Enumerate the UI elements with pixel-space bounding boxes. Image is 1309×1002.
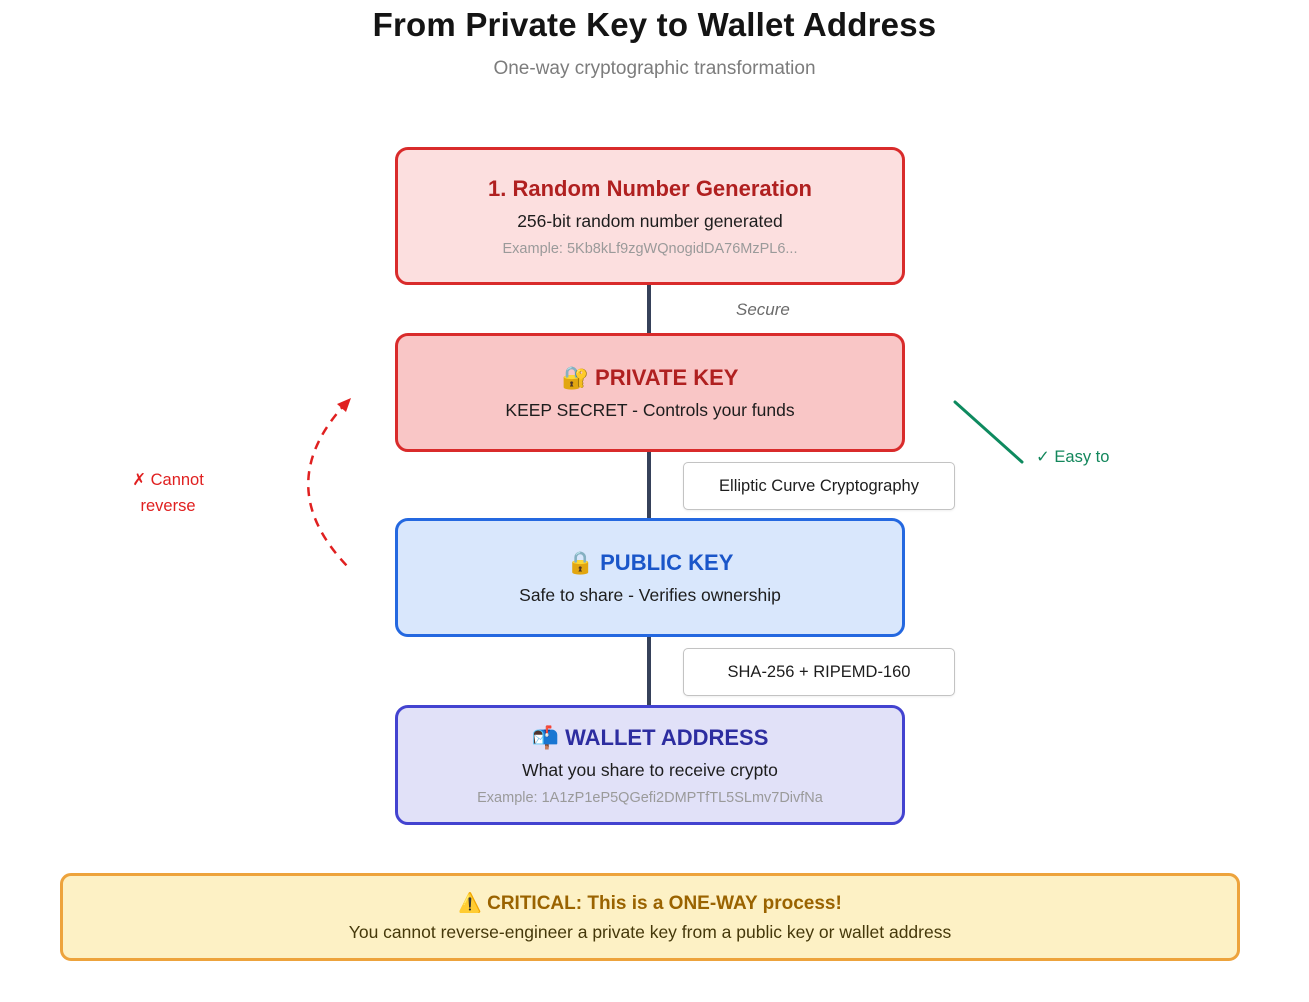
- connector-private-to-public: [647, 450, 651, 520]
- edge-label-secure: Secure: [736, 300, 790, 319]
- warning-body: You cannot reverse-engineer a private ke…: [348, 922, 952, 942]
- cannot-reverse-label-line2: reverse: [140, 497, 196, 515]
- node-random-desc: 256-bit random number generated: [517, 210, 783, 231]
- cannot-reverse-arrowhead: [337, 398, 351, 412]
- node-private-title: 🔐 PRIVATE KEY: [561, 364, 739, 390]
- connector-public-to-wallet: [647, 635, 651, 707]
- easy-to-label: ✓ Easy to: [1036, 448, 1110, 466]
- node-random-number-generation: 1. Random Number Generation 256-bit rand…: [395, 147, 905, 285]
- node-random-title: 1. Random Number Generation: [488, 175, 812, 201]
- node-random-example: Example: 5Kb8kLf9zgWQnogidDA76MzPL6...: [502, 240, 798, 257]
- edge-label-elliptic-curve: Elliptic Curve Cryptography: [683, 462, 955, 510]
- node-public-title: 🔒 PUBLIC KEY: [566, 549, 734, 575]
- warning-title: ⚠️ CRITICAL: This is a ONE-WAY process!: [458, 893, 842, 914]
- node-public-key: 🔒 PUBLIC KEY Safe to share - Verifies ow…: [395, 518, 905, 637]
- warning-banner: ⚠️ CRITICAL: This is a ONE-WAY process! …: [60, 873, 1240, 961]
- cannot-reverse-label-line1: ✗ Cannot: [132, 471, 204, 489]
- node-public-desc: Safe to share - Verifies ownership: [519, 584, 781, 605]
- edge-label-sha-ripemd: SHA-256 + RIPEMD-160: [683, 648, 955, 696]
- easy-to-line: [953, 400, 1024, 464]
- connector-random-to-private: [647, 284, 651, 336]
- node-wallet-desc: What you share to receive crypto: [522, 759, 778, 780]
- node-private-desc: KEEP SECRET - Controls your funds: [505, 399, 795, 420]
- cannot-reverse-label: ✗ Cannot reverse: [108, 467, 228, 519]
- node-wallet-title: 📬 WALLET ADDRESS: [531, 724, 769, 750]
- cannot-reverse-arrow: [307, 401, 351, 570]
- page-title: From Private Key to Wallet Address: [372, 6, 937, 43]
- node-wallet-address: 📬 WALLET ADDRESS What you share to recei…: [395, 705, 905, 825]
- node-private-key: 🔐 PRIVATE KEY KEEP SECRET - Controls you…: [395, 333, 905, 452]
- page-subtitle: One-way cryptographic transformation: [493, 58, 816, 79]
- node-wallet-example: Example: 1A1zP1eP5QGefi2DMPTfTL5SLmv7Div…: [477, 789, 823, 806]
